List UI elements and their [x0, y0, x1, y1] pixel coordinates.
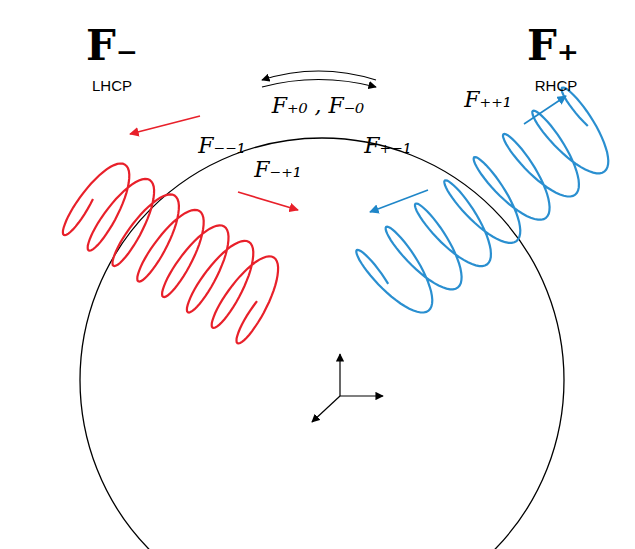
rhcp-helix [356, 88, 608, 313]
axis-arrow [339, 354, 340, 396]
flux-label: F₋₊₁ [254, 158, 301, 182]
flux-label: F₋₋₁ [198, 134, 245, 158]
flux-label: F₊₀ , F₋₀ [272, 94, 364, 118]
outgoing-arrow [524, 96, 566, 124]
axis-arrow [340, 395, 383, 396]
outgoing-arrow [130, 116, 200, 134]
polarization-label: LHCP [92, 78, 132, 95]
lhcp-helix [63, 164, 278, 344]
wave-title: F₊ [527, 23, 579, 69]
wave-title: F₋ [86, 23, 138, 69]
polarization-label: RHCP [535, 78, 578, 95]
flux-label: F₊₊₁ [464, 88, 511, 112]
incoming-arrow [370, 190, 428, 212]
axis-arrow [312, 396, 340, 422]
flux-label: F₊₋₁ [364, 134, 411, 158]
exchange-arrow [262, 80, 376, 88]
exchange-arrow [262, 71, 376, 80]
incoming-arrow [238, 192, 298, 210]
